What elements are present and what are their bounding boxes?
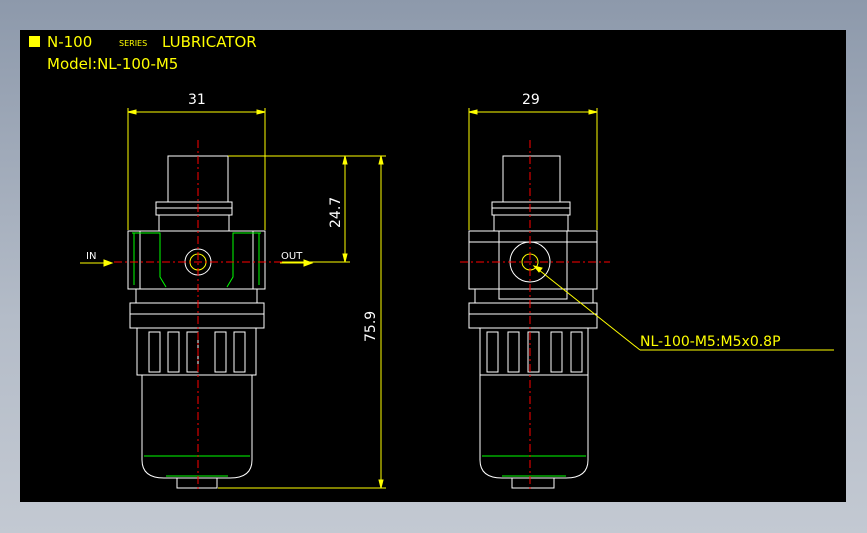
front-bowl-guard <box>136 327 257 376</box>
front-bowl <box>141 375 253 479</box>
upper-height-label: 24.7 <box>328 197 344 228</box>
front-body <box>127 230 266 290</box>
front-width-label: 31 <box>188 92 206 108</box>
side-body <box>468 230 598 290</box>
side-knob <box>502 155 561 203</box>
front-dimensions <box>80 108 386 489</box>
cad-viewport[interactable]: N-100 SERIES LUBRICATOR Model:NL-100-M5 <box>20 30 846 502</box>
model-label: Model:NL-100-M5 <box>47 55 178 73</box>
inlet-label: IN <box>86 251 96 262</box>
front-collar <box>135 288 258 304</box>
title-series-word: SERIES <box>119 39 147 48</box>
side-width-label: 29 <box>522 92 540 108</box>
side-highlights <box>482 455 586 477</box>
title-product: LUBRICATOR <box>162 33 257 51</box>
outlet-label: OUT <box>281 251 303 262</box>
callout-leader <box>533 265 641 351</box>
side-center-lines <box>460 140 610 492</box>
lubricator-drawing: N-100 SERIES LUBRICATOR Model:NL-100-M5 <box>29 33 834 492</box>
title-series-prefix: N-100 <box>47 33 92 51</box>
side-bowl-guard <box>479 327 589 376</box>
front-highlights <box>132 232 261 477</box>
front-view <box>127 155 266 489</box>
side-view <box>468 155 598 489</box>
side-collar <box>474 288 594 304</box>
total-height-label: 75.9 <box>363 311 379 342</box>
title-marker <box>29 36 40 47</box>
front-center-lines <box>114 140 282 492</box>
side-bowl <box>479 375 589 479</box>
side-drain <box>511 477 555 489</box>
side-dimensions <box>468 108 834 351</box>
front-drain <box>176 477 218 489</box>
port-callout-label: NL-100-M5:M5x0.8P <box>640 334 781 350</box>
